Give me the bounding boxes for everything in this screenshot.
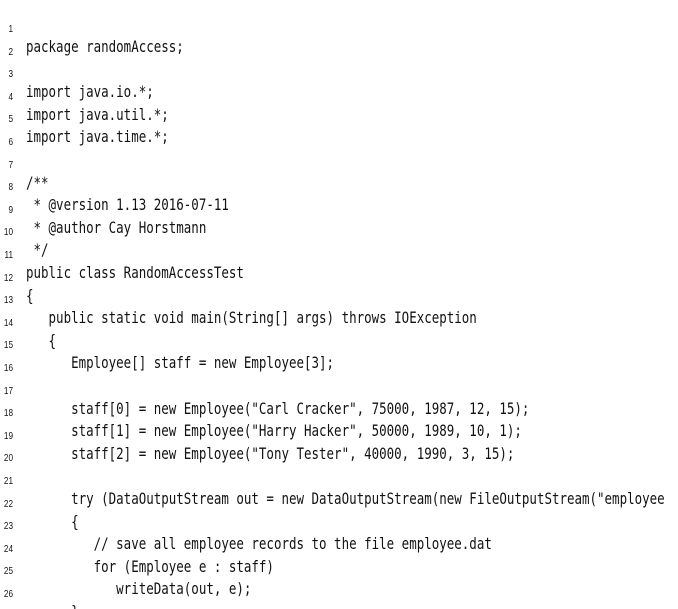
code-line: 8 * @version 1.13 2016-07-11 [0,158,678,214]
line-number: 17 [3,384,13,397]
code-line: 10 */ [0,203,678,259]
code-text: * @version 1.13 2016-07-11 [26,195,229,215]
code-text: writeData(out, e); [26,579,252,599]
code-text: */ [26,240,49,260]
code-line: 14 { [0,294,678,350]
code-text: try (DataOutputStream out = new DataOutp… [26,489,665,508]
line-number: 18 [3,407,13,420]
line-number: 24 [3,542,13,555]
code-line: 19 staff[2] = new Employee("Tony Tester"… [0,407,678,463]
code-text: { [26,285,34,305]
line-number: 13 [3,294,13,307]
line-number: 16 [3,362,13,374]
line-number: 4 [8,90,13,103]
code-text: { [26,511,79,531]
line-number: 10 [3,226,13,239]
code-line: 11 public class RandomAccessTest [0,226,678,282]
code-line: 2 [0,23,678,58]
code-text: staff[2] = new Employee("Tony Tester", 4… [26,443,515,463]
code-line: 18 staff[1] = new Employee("Harry Hacker… [0,384,678,440]
code-line: 6 [0,113,678,148]
line-number: 21 [3,475,13,487]
code-line: 16 [0,339,678,374]
line-number: 19 [3,429,13,442]
code-line: 7 /** [0,136,678,192]
code-line: 27 [0,588,678,609]
line-number: 1 [8,23,13,35]
code-text: public static void main(String[] args) t… [26,308,477,328]
code-text: * @author Cay Horstmann [26,217,207,237]
code-text: import java.time.*; [26,127,169,147]
line-number: 22 [3,497,13,510]
code-text: import java.util.*; [26,104,169,124]
line-number: 9 [8,203,13,216]
code-text: } [26,601,79,609]
line-number: 11 [4,249,13,261]
line-number: 3 [8,68,13,81]
line-number: 23 [3,520,13,533]
code-text: staff[1] = new Employee("Harry Hacker", … [26,421,522,441]
code-line: 24 for (Employee e : staff) [0,520,678,576]
line-number: 5 [8,113,13,126]
code-text: /** [26,172,49,192]
code-text: Employee[] staff = new Employee[3]; [26,353,335,373]
line-number: 15 [3,339,13,352]
line-number: 6 [8,136,13,148]
code-line: 15 Employee[] staff = new Employee[3]; [0,316,678,372]
code-line: 26 } [0,565,678,609]
line-number: 7 [8,158,13,171]
code-text: staff[0] = new Employee("Carl Cracker", … [26,398,530,418]
code-text: // save all employee records to the file… [26,534,492,554]
code-line: 4 import java.util.*; [0,68,678,124]
line-number: 25 [3,565,13,578]
code-line: 22 { [0,475,678,531]
line-number: 12 [3,271,13,284]
code-text: import java.io.*; [26,82,154,102]
code-line: 21 try (DataOutputStream out = new DataO… [0,452,678,508]
code-line: 17 staff[0] = new Employee("Carl Cracker… [0,362,678,418]
line-number: 2 [8,45,13,58]
code-line: 12 { [0,249,678,305]
code-line: 5 import java.time.*; [0,90,678,146]
code-text: public class RandomAccessTest [26,263,244,282]
line-number: 26 [3,588,13,600]
code-line: 3 import java.io.*; [0,45,678,101]
code-line: 25 writeData(out, e); [0,542,678,598]
code-text: package randomAccess; [26,37,184,56]
line-number: 14 [3,316,13,329]
code-line: 13 public static void main(String[] args… [0,271,678,327]
code-line: 23 // save all employee records to the f… [0,497,678,553]
code-text: { [26,330,57,350]
line-number: 27 [3,606,13,609]
line-number: 8 [8,181,13,194]
line-number: 20 [3,452,13,465]
code-line: 1 package randomAccess; [0,0,678,56]
code-text: for (Employee e : staff) [26,556,274,576]
code-line: 9 * @author Cay Horstmann [0,181,678,237]
code-line: 20 [0,429,678,464]
